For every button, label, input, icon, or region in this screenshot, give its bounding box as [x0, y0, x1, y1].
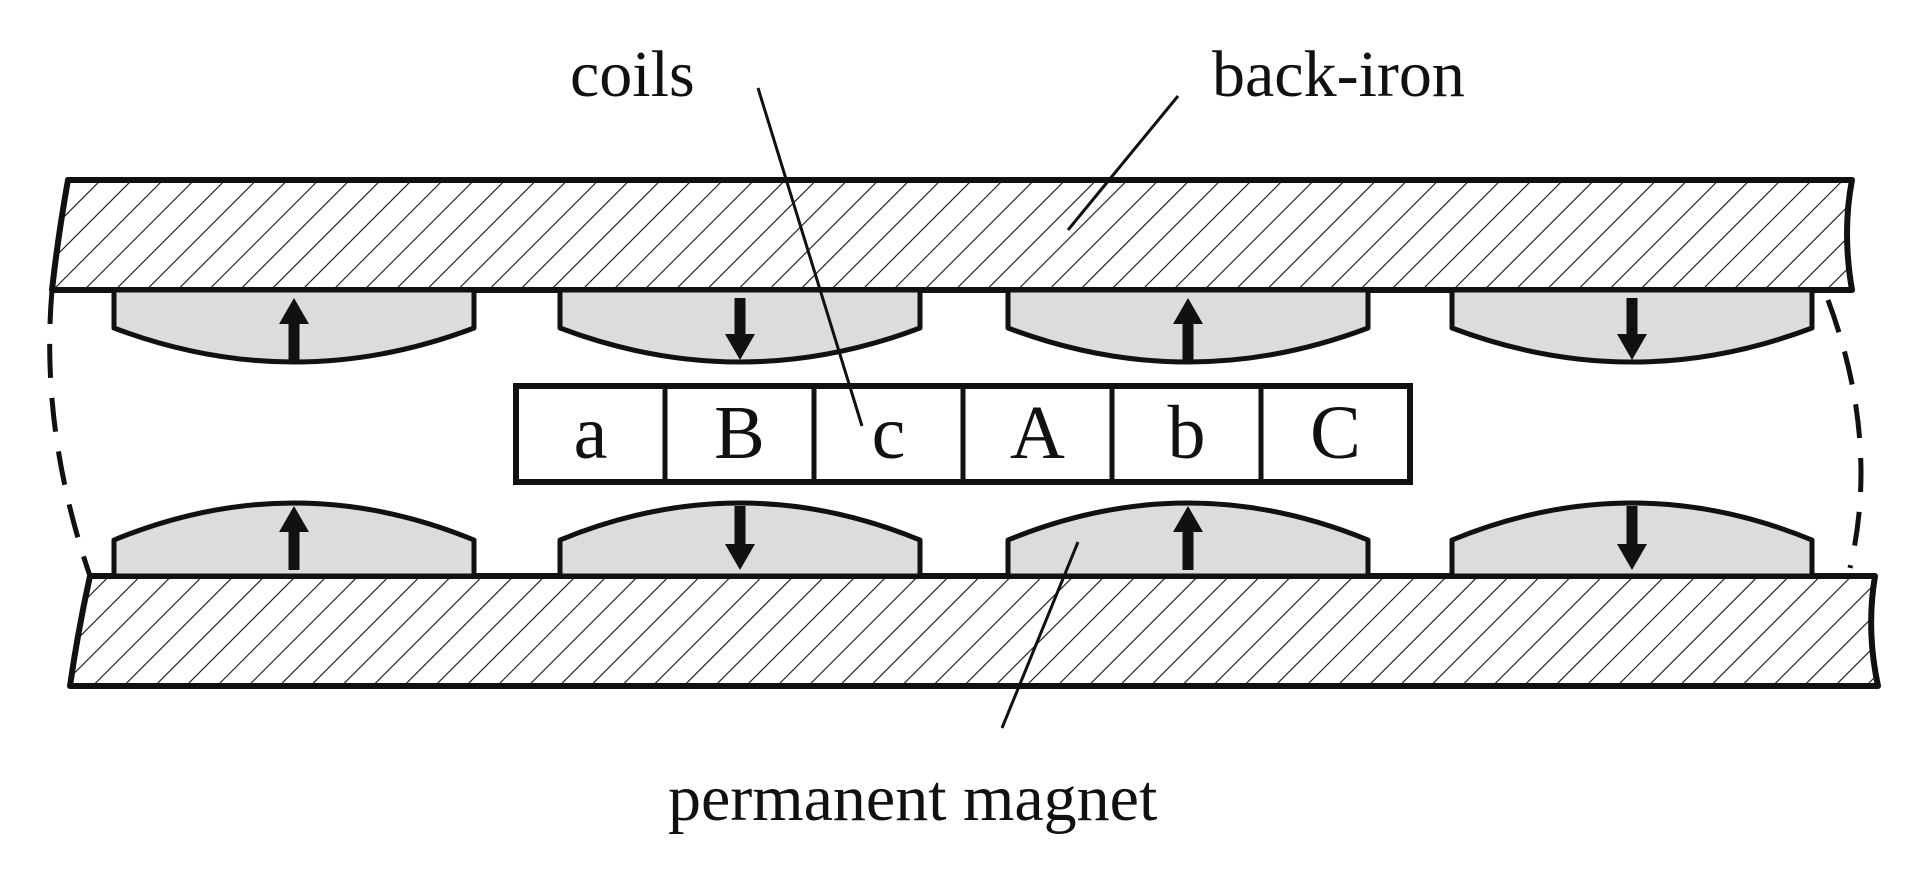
back-iron-leader-line	[1066, 95, 1180, 231]
magnet-arrow-up-icon	[279, 506, 309, 570]
coils-leader-line	[756, 87, 864, 427]
magnet-row-top	[111, 287, 1815, 365]
magnet-arrow-up-icon	[1173, 298, 1203, 360]
coils-label: coils	[570, 38, 695, 111]
right-dashed-edge	[1825, 299, 1864, 569]
magnet-arrow-up-icon	[279, 298, 309, 360]
coil-label: a	[574, 391, 608, 475]
magnet-arrow-down-icon	[1617, 298, 1647, 360]
magnet-arrow-down-icon	[725, 298, 755, 360]
back-iron-bottom	[67, 573, 1881, 689]
permanent-magnet-label: permanent magnet	[668, 762, 1157, 835]
coil-label: C	[1310, 391, 1361, 475]
coil-label: b	[1168, 391, 1206, 475]
magnet-arrow-up-icon	[1173, 506, 1203, 570]
permanent-magnet-leader-line	[1000, 541, 1080, 729]
left-dashed-edge	[47, 289, 93, 577]
coil-label: B	[714, 391, 765, 475]
back-iron-top	[49, 177, 1855, 293]
magnet-arrow-down-icon	[725, 506, 755, 570]
coil-label: c	[872, 391, 906, 475]
coil-label: A	[1010, 391, 1065, 475]
magnet-arrow-down-icon	[1617, 506, 1647, 570]
magnet-row-bottom	[111, 500, 1815, 579]
back-iron-label: back-iron	[1212, 38, 1465, 111]
